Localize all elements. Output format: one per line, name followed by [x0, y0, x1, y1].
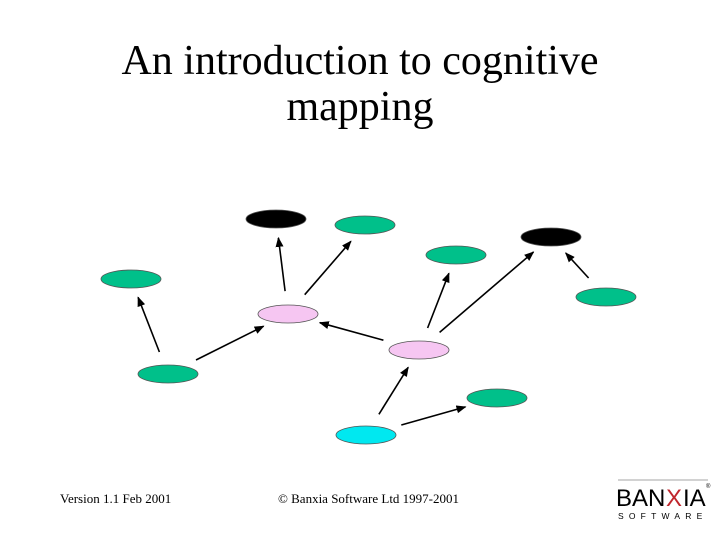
- svg-text:BAN: BAN: [616, 485, 665, 512]
- link-n11-to-n10: [401, 405, 467, 426]
- node-n6: [575, 287, 637, 307]
- title-line-1: An introduction to cognitive: [121, 38, 599, 84]
- node-n9: [137, 364, 199, 384]
- node-n11: [335, 425, 397, 445]
- link-n8-to-n3: [426, 272, 450, 329]
- node-n8: [388, 340, 450, 360]
- node-n4: [520, 227, 582, 247]
- link-n7-to-n2: [304, 240, 352, 296]
- banxia-logo: BAN X IA ® SOFTWARE: [616, 479, 711, 521]
- link-n9-to-n5: [137, 296, 161, 353]
- svg-text:®: ®: [706, 483, 711, 490]
- node-n3: [425, 245, 487, 265]
- footer-version: Version 1.1 Feb 2001: [60, 491, 172, 506]
- link-n6-to-n4: [565, 252, 590, 279]
- node-n1: [245, 209, 307, 229]
- nodes-layer: [100, 209, 637, 445]
- link-n11-to-n8: [378, 366, 409, 415]
- svg-text:X: X: [666, 485, 682, 512]
- svg-text:SOFTWARE: SOFTWARE: [618, 511, 707, 521]
- node-n7: [257, 304, 319, 324]
- link-n7-to-n1: [275, 236, 286, 292]
- svg-text:IA: IA: [683, 485, 706, 512]
- cognitive-map-diagram: [100, 209, 637, 445]
- footer-copyright: © Banxia Software Ltd 1997-2001: [278, 491, 460, 506]
- node-n2: [334, 215, 396, 235]
- link-n8-to-n7: [318, 321, 384, 341]
- node-n5: [100, 269, 162, 289]
- title-line-2: mapping: [286, 84, 434, 130]
- slide-title: An introduction to cognitive mapping: [40, 38, 680, 130]
- link-n8-to-n4: [439, 251, 535, 334]
- node-n10: [466, 388, 528, 408]
- links-layer: [137, 236, 590, 426]
- link-n9-to-n7: [195, 325, 265, 361]
